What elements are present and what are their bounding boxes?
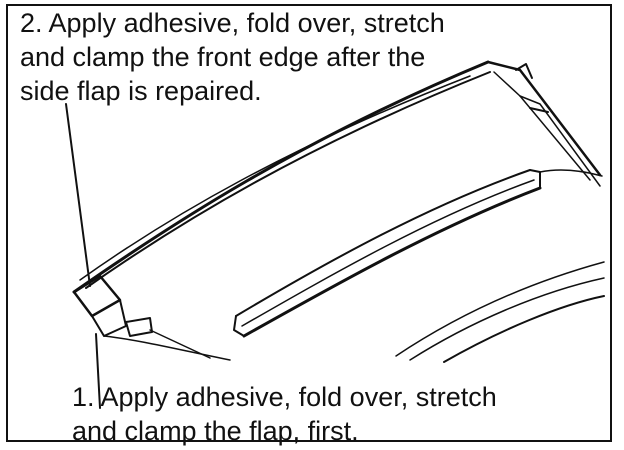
callout-1-line-1: 1. Apply adhesive, fold over, stretch [72, 382, 497, 412]
middle-rail-end-left [233, 315, 245, 337]
callout-2-line-3: side flap is repaired. [20, 76, 262, 106]
rear-trim-2 [529, 107, 549, 113]
middle-rail-end-right [529, 169, 541, 189]
roof-front-edge-fold [79, 75, 471, 281]
middle-rail-bottom [242, 186, 542, 338]
rear-edge-inner [493, 71, 591, 181]
leader-callout-2 [65, 103, 91, 287]
lower-strip-2 [409, 277, 605, 361]
panel-left-edge [103, 335, 231, 361]
rear-edge-outer [486, 60, 602, 177]
lower-strip-1 [395, 261, 605, 357]
diagram-frame [6, 4, 612, 442]
callout-2-text: 2. Apply adhesive, fold over, stretch an… [20, 6, 445, 108]
panel-lower-edge [149, 329, 211, 359]
callout-2-line-2: and clamp the front edge after the [20, 42, 426, 72]
callout-2-line-1: 2. Apply adhesive, fold over, stretch [20, 8, 445, 38]
callout-1-line-2: and clamp the flap, first. [72, 416, 359, 446]
roof-front-edge [72, 60, 490, 294]
leader-callout-1 [95, 333, 101, 409]
middle-rail-top [235, 169, 531, 317]
side-flap [91, 299, 127, 337]
side-flap-clamp [125, 317, 153, 337]
rear-trim [519, 95, 601, 187]
middle-rail-lead [539, 169, 603, 177]
front-corner [72, 274, 122, 318]
callout-1-text: 1. Apply adhesive, fold over, stretch an… [72, 380, 497, 448]
lower-strip-3 [443, 295, 605, 363]
roof-front-edge-inner [85, 71, 491, 289]
middle-rail-inner [241, 179, 535, 327]
rear-clip [515, 63, 533, 79]
